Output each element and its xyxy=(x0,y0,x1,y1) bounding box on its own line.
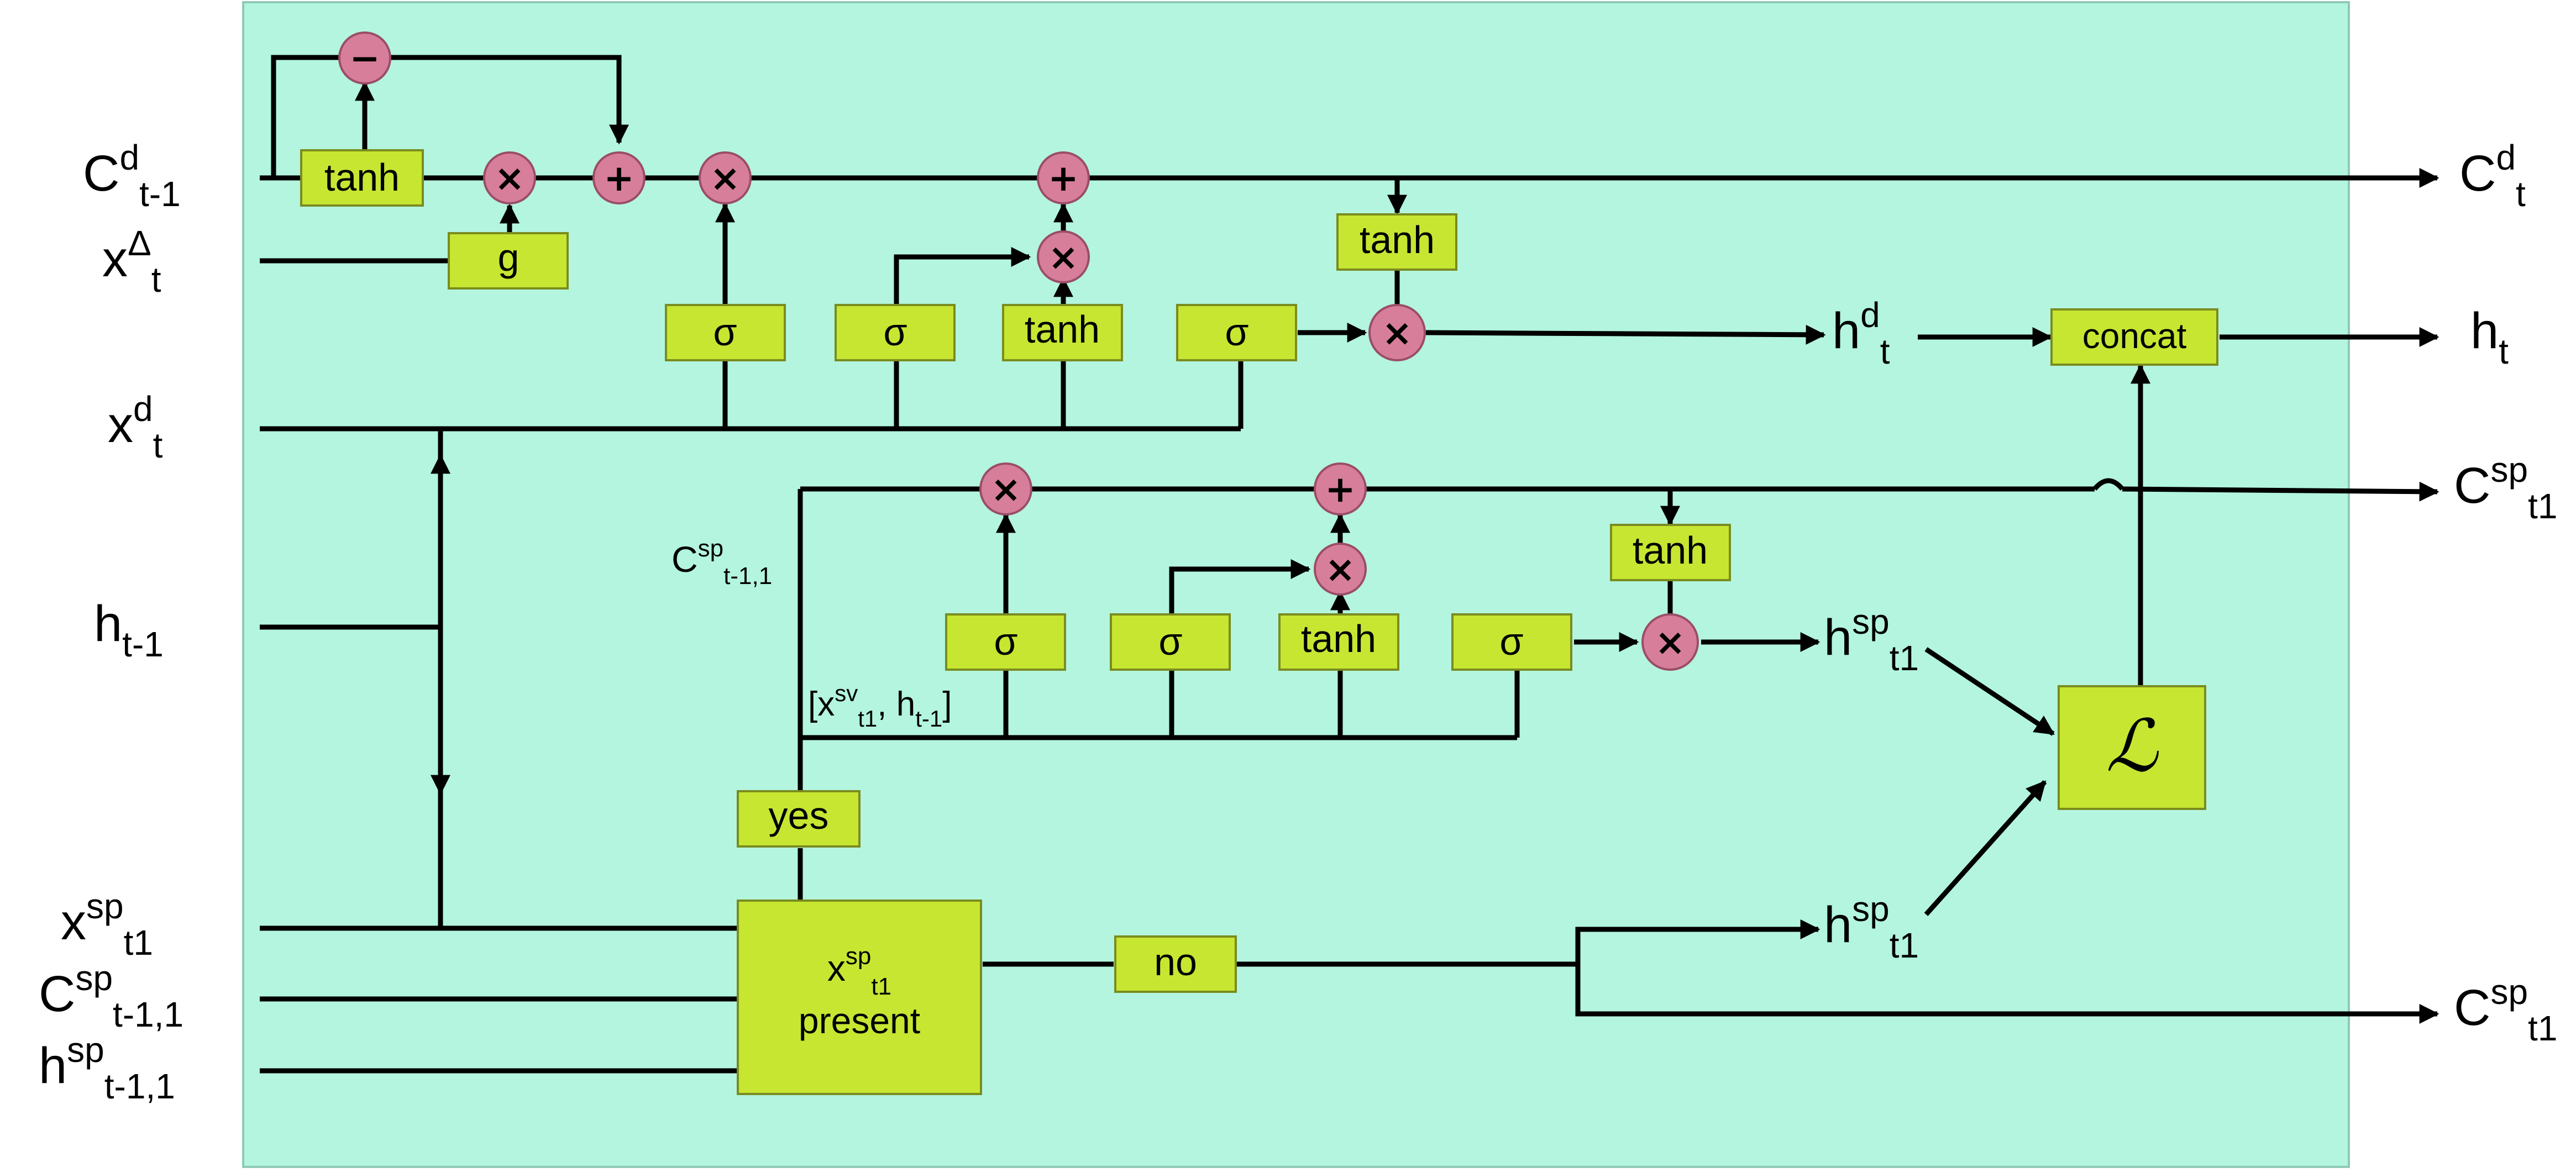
label-c-sp-inner: Cspt-1,1 xyxy=(671,535,772,590)
sp-gate-tanh-candidate: tanh xyxy=(1278,613,1399,671)
op-times-input: × xyxy=(1037,230,1090,283)
input-x-d: xdt xyxy=(108,389,163,465)
svg-text:σ: σ xyxy=(883,311,907,354)
svg-text:σ: σ xyxy=(713,311,737,354)
loss-box: ℒ xyxy=(2058,685,2206,810)
yes-box: yes xyxy=(737,790,861,848)
op-times-output: × xyxy=(1368,304,1426,361)
cell-panel xyxy=(242,1,2350,1168)
input-h-sp-prev: hspt-1,1 xyxy=(39,1030,175,1106)
svg-text:×: × xyxy=(1048,236,1078,278)
sparse-wires xyxy=(260,429,2439,1074)
svg-text:no: no xyxy=(1154,940,1197,983)
output-h: ht xyxy=(2470,303,2509,371)
svg-text:×: × xyxy=(990,468,1021,511)
svg-text:present: present xyxy=(799,1000,920,1041)
svg-text:σ: σ xyxy=(1499,620,1523,663)
svg-text:σ: σ xyxy=(1225,311,1248,354)
sp-gate-sigma-3: σ xyxy=(1451,613,1572,671)
gate-g: g xyxy=(448,232,569,290)
label-concat-input: [xsvt1, ht-1] xyxy=(808,680,952,732)
gate-tanh-candidate: tanh xyxy=(1002,304,1123,361)
svg-text:xspt1: xspt1 xyxy=(827,943,891,1000)
svg-text:+: + xyxy=(1048,157,1078,199)
sp-gate-sigma-1: σ xyxy=(945,613,1066,671)
label-h-sp-lower: hspt1 xyxy=(1824,889,1919,965)
svg-text:ℒ: ℒ xyxy=(2106,704,2159,788)
svg-text:−: − xyxy=(349,37,380,80)
op-plus-decay: + xyxy=(592,151,646,204)
op-times-decay: × xyxy=(483,151,536,204)
gate-sigma-2: σ xyxy=(835,304,956,361)
svg-text:×: × xyxy=(494,157,524,199)
svg-text:g: g xyxy=(498,236,520,279)
label-h-sp-upper: hspt1 xyxy=(1824,602,1919,678)
output-c-d: Cdt xyxy=(2459,138,2526,214)
op-times-forget: × xyxy=(699,151,752,204)
gate-sigma-1: σ xyxy=(665,304,786,361)
op-minus: − xyxy=(338,31,391,85)
svg-text:tanh: tanh xyxy=(1633,529,1708,572)
label-h-d: hdt xyxy=(1832,295,1890,371)
sp-op-times-output: × xyxy=(1641,613,1699,671)
gate-tanh-output: tanh xyxy=(1336,213,1457,271)
svg-text:σ: σ xyxy=(994,620,1017,663)
output-c-sp-top: Cspt1 xyxy=(2454,450,2557,526)
sp-op-times-forget: × xyxy=(979,462,1032,516)
sp-op-plus-update: + xyxy=(1314,462,1367,516)
op-plus-update: + xyxy=(1037,151,1090,204)
svg-text:×: × xyxy=(1325,548,1355,591)
svg-text:×: × xyxy=(1655,621,1685,664)
svg-text:×: × xyxy=(710,157,740,199)
input-c-sp-prev: Cspt-1,1 xyxy=(39,958,183,1034)
input-x-sp: xspt1 xyxy=(61,886,153,962)
sp-op-times-input: × xyxy=(1314,543,1367,596)
svg-text:tanh: tanh xyxy=(1025,308,1100,351)
gate-tanh-decay: tanh xyxy=(300,149,424,207)
svg-text:×: × xyxy=(1382,312,1412,354)
input-c-d-prev: Cdt-1 xyxy=(83,138,181,214)
no-box: no xyxy=(1114,935,1237,993)
svg-text:+: + xyxy=(1325,468,1355,511)
input-h-prev: ht-1 xyxy=(94,596,164,664)
svg-text:tanh: tanh xyxy=(324,156,400,199)
svg-text:tanh: tanh xyxy=(1360,218,1435,261)
present-box: xspt1 present xyxy=(737,900,982,1095)
svg-text:+: + xyxy=(604,157,634,199)
output-c-sp-bottom: Cspt1 xyxy=(2454,972,2557,1048)
svg-text:concat: concat xyxy=(2082,316,2187,356)
gate-sigma-3: σ xyxy=(1176,304,1297,361)
input-x-delta: xΔt xyxy=(102,223,161,299)
sp-gate-tanh-output: tanh xyxy=(1610,524,1731,581)
concat-box: concat xyxy=(2050,308,2218,366)
svg-text:tanh: tanh xyxy=(1301,617,1376,660)
svg-text:σ: σ xyxy=(1158,620,1182,663)
sp-gate-sigma-2: σ xyxy=(1110,613,1231,671)
svg-text:yes: yes xyxy=(769,794,829,837)
